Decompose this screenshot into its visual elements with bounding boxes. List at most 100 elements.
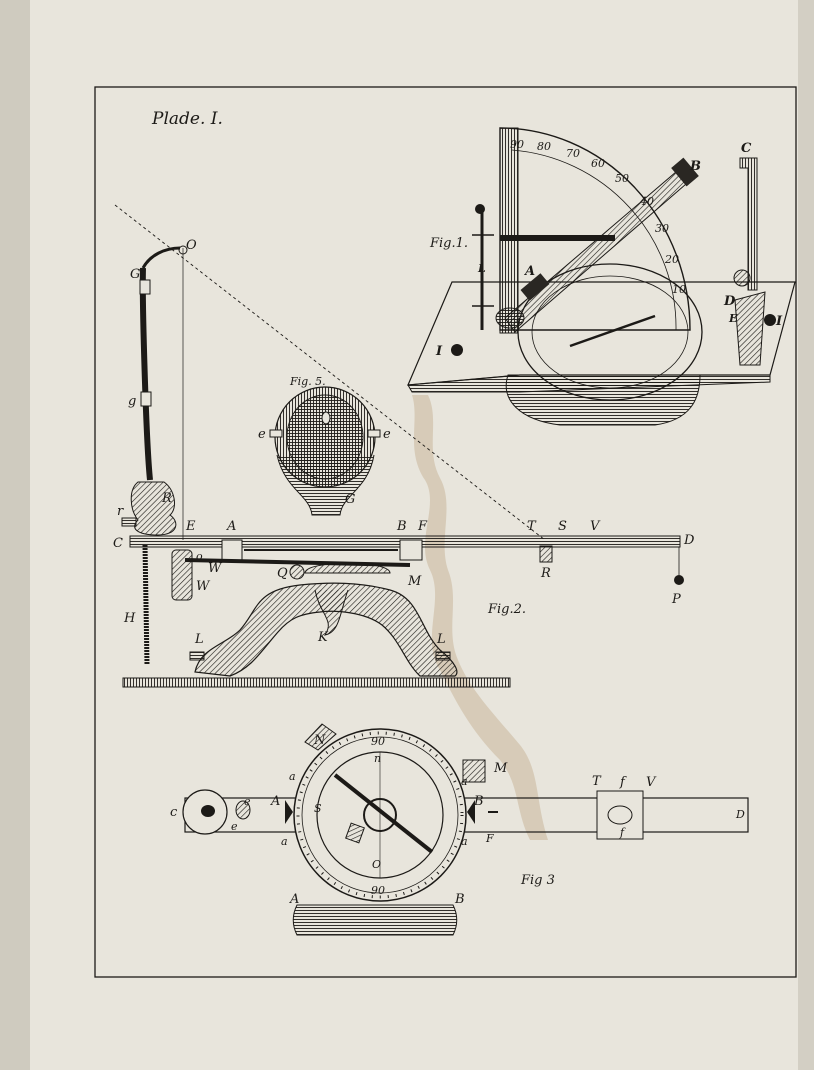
fig1-quadrant	[499, 127, 691, 331]
fig1-pivot	[495, 307, 525, 329]
fig2-label-h: H	[123, 611, 136, 626]
fig2-foot-l-left	[189, 651, 205, 661]
fig2-label-o: O	[186, 238, 197, 253]
fig3-label-n: N	[313, 733, 326, 748]
fig3-needle	[333, 773, 434, 854]
fig2-pendant-r	[539, 545, 553, 563]
fig1-needle	[569, 314, 656, 348]
fig1-caption: Fig.1.	[429, 236, 468, 251]
fig2-screw-r	[121, 517, 137, 527]
fig3-label-c: c	[170, 805, 178, 820]
fig2-label-l-right: L	[436, 632, 446, 647]
fig1-plumb-bob	[733, 269, 751, 287]
fig1-post-base	[734, 291, 766, 366]
fig3-label-d: D	[735, 808, 745, 821]
fig2-label-a: A	[226, 519, 236, 534]
fig2-stand-ornament-k	[314, 589, 349, 636]
fig1-label-i-left: I	[435, 344, 443, 359]
fig3-degree-ticks	[296, 731, 464, 899]
fig1-post-knob	[475, 204, 485, 214]
fig3-label-a-bottom-left: a	[281, 835, 288, 848]
fig2-plummet-p	[674, 575, 684, 585]
fig1-scale-20: 20	[664, 253, 679, 266]
fig2-label-v: V	[590, 519, 601, 534]
fig3-label-v: V	[646, 775, 657, 790]
fig2-rod-collar-top	[139, 279, 151, 295]
fig1-right-post	[739, 157, 758, 291]
fig3-bracket-left	[285, 800, 293, 824]
fig2-knob-r	[130, 481, 177, 536]
fig3-caption: Fig 3	[520, 873, 555, 888]
fig2-block-a	[221, 539, 243, 561]
fig3-base-plate	[292, 904, 458, 936]
fig2-label-t: T	[527, 519, 537, 534]
fig3-sight-hole	[607, 805, 633, 825]
fig2-label-o-small: o	[196, 550, 203, 563]
fig2-label-g: G	[130, 267, 140, 282]
fig2-lower-rod	[142, 544, 150, 666]
fig2-weight-w	[171, 549, 193, 601]
fig3-dial-bottom: 90	[371, 884, 385, 897]
fig3-label-a-top-right: a	[461, 775, 468, 788]
fig5-label-g: G	[345, 492, 355, 507]
fig2-label-r-pendant: R	[540, 566, 551, 581]
fig2-wheel-q	[289, 564, 305, 580]
fig1-label-d: D	[723, 294, 736, 309]
fig1-quadrant-arc	[511, 149, 677, 331]
fig2-ground	[122, 677, 511, 688]
fig2-block-b	[399, 539, 423, 561]
fig3-label-t: T	[592, 774, 602, 789]
fig3-slider	[345, 822, 365, 844]
plate-frame	[94, 86, 797, 978]
fig1-scale-80: 80	[537, 140, 551, 153]
fig2-instrument: O G g R r C E A B F T S V D o W W Q M R …	[113, 204, 695, 688]
fig3-label-f-lower: f	[619, 826, 626, 839]
fig1-compass-inner	[531, 275, 689, 389]
fig2-label-c: C	[113, 536, 123, 551]
fig1-sight-b	[671, 157, 699, 187]
fig3-label-e-lower: e	[231, 820, 238, 833]
fig1-label-a: A	[523, 264, 535, 279]
page-edge	[798, 0, 814, 1070]
fig5-caption: Fig. 5.	[289, 375, 326, 388]
fig3-label-a-bottom-right: a	[461, 835, 468, 848]
fig2-label-q: Q	[277, 566, 288, 581]
fig3-base-label-b: B	[454, 892, 465, 907]
fig3-screw-m	[462, 759, 486, 783]
fig3-mid-ring	[301, 736, 459, 894]
fig3-label-a: A	[270, 794, 280, 809]
fig1-scale-10: 10	[672, 283, 686, 296]
fig5-pin-right	[367, 429, 381, 438]
plate-title: Plade. I.	[151, 109, 223, 129]
fig3-label-e-upper: e	[244, 795, 251, 808]
fig5-label-e-right: e	[383, 427, 391, 442]
fig3-label-n-dial: n	[374, 752, 381, 765]
fig3-label-o: O	[372, 858, 381, 871]
fig2-foot-l-right	[435, 651, 451, 661]
fig5-instrument: Fig. 5. e e G	[258, 375, 391, 516]
fig2-label-l-left: L	[194, 632, 204, 647]
fig3-label-a-top-left: a	[289, 770, 296, 783]
fig1-label-e: E	[728, 312, 738, 325]
fig2-pivot-o	[178, 245, 188, 255]
fig2-label-e: E	[185, 519, 196, 534]
fig2-rod-collar-mid	[140, 391, 152, 407]
fig2-label-s: S	[558, 519, 567, 534]
fig1-scale-90: 90	[510, 138, 524, 151]
fig5-pin-left	[269, 429, 283, 438]
fig2-label-r: R	[161, 491, 172, 506]
fig2-label-d: D	[683, 533, 695, 548]
fig1-scale-60: 60	[591, 157, 605, 170]
fig3-bracket-right	[467, 800, 475, 824]
fig3-label-f-upper: f	[619, 775, 627, 790]
fig1-upright	[499, 127, 519, 334]
fig1-screw-right	[764, 314, 776, 326]
fig5-label-e-left: e	[258, 427, 266, 442]
fig2-label-r-small: r	[117, 504, 124, 519]
fig2-label-m: M	[407, 574, 422, 589]
fig2-sight-line-dotted	[114, 204, 546, 541]
fig2-label-f: F	[417, 519, 428, 534]
fig2-label-g-lower: g	[128, 394, 136, 409]
fig2-pivot-head	[304, 562, 391, 574]
